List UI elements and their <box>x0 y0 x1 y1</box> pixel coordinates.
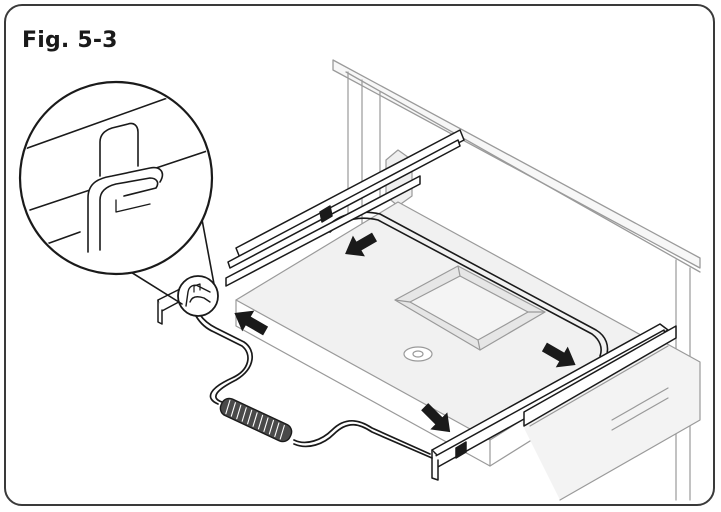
arrow-left-icon <box>234 310 269 336</box>
lower-drawer <box>519 339 701 501</box>
magnified-detail <box>18 80 214 276</box>
figure-label: Fig. 5-3 <box>22 28 118 53</box>
arrow-right-icon <box>541 342 576 368</box>
left-slide-rail <box>157 129 465 325</box>
cabinet-top <box>332 59 701 273</box>
right-slide-rail <box>431 323 677 481</box>
detail-target-circle <box>177 275 219 317</box>
arrow-down-right-icon <box>421 403 451 433</box>
arrow-up-left-icon <box>345 232 378 257</box>
spring-handle-icon <box>219 397 293 443</box>
crisper-tray <box>235 201 651 467</box>
